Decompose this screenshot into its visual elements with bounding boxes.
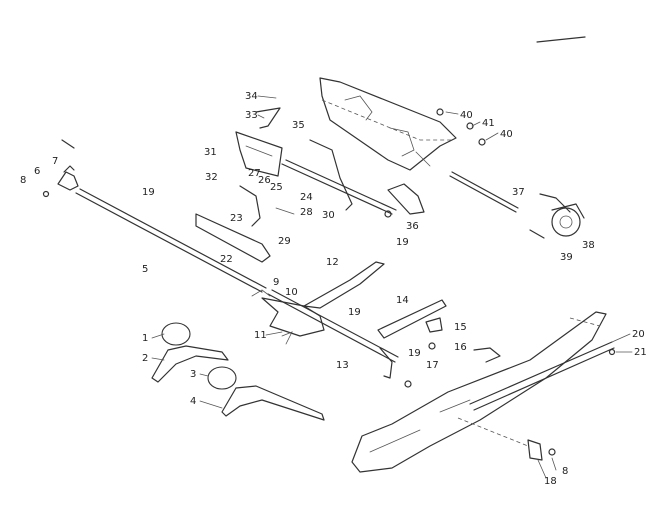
small-bracket: [473, 347, 501, 363]
fastener: [436, 108, 444, 116]
label-6: 6: [34, 166, 40, 177]
part-labels: 34 33 35 40 41 40 31 7 6 8 32 27 26 25 1…: [20, 91, 647, 487]
label-7: 7: [52, 156, 58, 167]
mid-bracket-assembly: [235, 107, 425, 218]
label-40: 40: [460, 110, 473, 121]
linkage-arm: [377, 299, 447, 388]
label-14: 14: [396, 295, 409, 306]
label-41: 41: [482, 118, 495, 129]
label-30: 30: [322, 210, 335, 221]
main-shaft: [75, 188, 399, 363]
left-end-bracket: [42, 139, 79, 198]
label-34: 34: [245, 91, 258, 102]
label-18: 18: [544, 476, 557, 487]
label-27: 27: [248, 168, 261, 179]
label-8: 8: [562, 466, 568, 477]
cover-part: [207, 366, 237, 390]
label-5: 5: [142, 264, 148, 275]
label-25: 25: [270, 182, 283, 193]
label-19: 19: [396, 237, 409, 248]
label-8: 8: [20, 175, 26, 186]
label-39: 39: [560, 252, 573, 263]
label-17: 17: [426, 360, 439, 371]
label-19: 19: [348, 307, 361, 318]
label-28: 28: [300, 207, 313, 218]
label-16: 16: [454, 342, 467, 353]
corner-mark: [536, 36, 586, 43]
label-1: 1: [142, 333, 148, 344]
label-37: 37: [512, 187, 525, 198]
label-40: 40: [500, 129, 513, 140]
label-4: 4: [190, 396, 196, 407]
upper-housing: [319, 77, 457, 171]
label-10: 10: [285, 287, 298, 298]
right-bar: [469, 341, 616, 411]
label-2: 2: [142, 353, 148, 364]
link-bar: [195, 185, 295, 263]
label-29: 29: [278, 236, 291, 247]
label-9: 9: [273, 277, 279, 288]
label-32: 32: [205, 172, 218, 183]
label-22: 22: [220, 254, 233, 265]
label-33: 33: [245, 110, 258, 121]
label-12: 12: [326, 257, 339, 268]
clamp: [457, 417, 556, 461]
fastener: [478, 138, 486, 146]
label-38: 38: [582, 240, 595, 251]
label-36: 36: [406, 221, 419, 232]
center-lever: [251, 261, 385, 345]
lower-chassis: [351, 311, 607, 473]
blade-part: [151, 345, 229, 383]
reel-assembly: [529, 193, 585, 239]
leader-lines: [151, 95, 633, 479]
label-20: 20: [632, 329, 645, 340]
label-31: 31: [204, 147, 217, 158]
label-26: 26: [258, 175, 271, 186]
label-19: 19: [142, 187, 155, 198]
fastener: [466, 122, 474, 130]
label-23: 23: [230, 213, 243, 224]
rod: [449, 175, 517, 213]
blade-part: [221, 385, 325, 421]
label-15: 15: [454, 322, 467, 333]
label-21: 21: [634, 347, 647, 358]
label-24: 24: [300, 192, 313, 203]
label-19: 19: [408, 348, 421, 359]
cover-part: [161, 322, 191, 346]
label-35: 35: [292, 120, 305, 131]
label-11: 11: [254, 330, 267, 341]
label-3: 3: [190, 369, 196, 380]
label-13: 13: [336, 360, 349, 371]
